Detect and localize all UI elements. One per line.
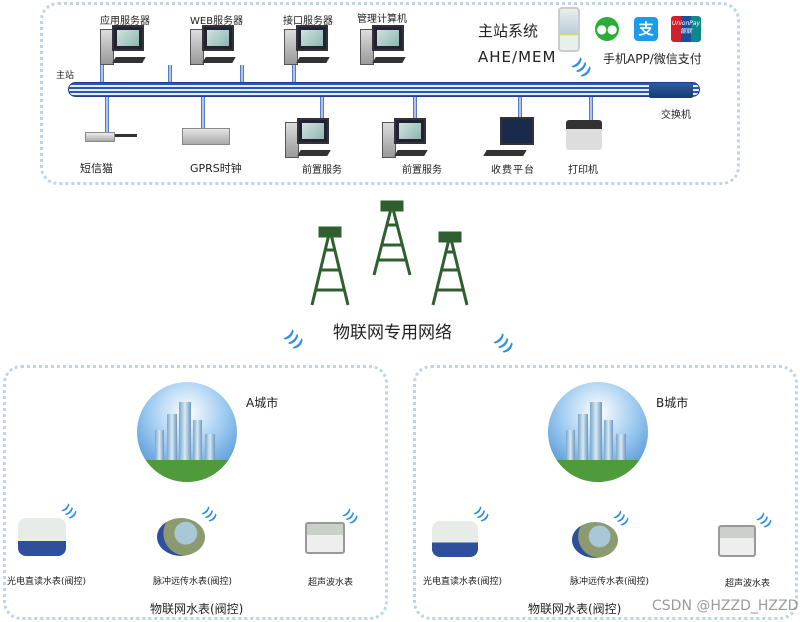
bus-connector (518, 97, 522, 117)
bus-connector (168, 65, 172, 83)
system-title: 主站系统 (478, 22, 539, 40)
node-label-web-server: WEB服务器 (190, 16, 244, 27)
ultrasonic-meter-icon (718, 525, 756, 557)
node-label-management-pc: 管理计算机 (357, 14, 407, 25)
bus-connector (413, 97, 417, 119)
city-a-box (3, 365, 388, 620)
node-label-app-server: 应用服务器 (100, 16, 150, 27)
wifi-icon: ))) (491, 331, 517, 357)
pulse-meter-icon (157, 518, 205, 556)
keyboard-icon (483, 150, 527, 156)
computer-icon (284, 25, 332, 69)
city-b-box (413, 365, 798, 620)
group-label: 物联网水表(阀控) (528, 602, 622, 616)
pulse-meter-icon (572, 522, 618, 558)
switch-label: 交换机 (661, 110, 691, 121)
network-label: 物联网专用网络 (333, 323, 452, 343)
photoelectric-meter-icon (432, 521, 478, 557)
monitor-icon (500, 117, 534, 145)
photoelectric-meter-icon (18, 518, 66, 556)
city-a-name: A城市 (246, 396, 279, 410)
switch-icon (649, 84, 693, 98)
bus-label: 主站 (56, 71, 75, 81)
tower-icon (431, 231, 469, 306)
computer-icon (190, 25, 238, 69)
city-b-name: B城市 (656, 396, 689, 410)
node-label-billing-platform: 收费平台 (491, 165, 535, 176)
system-subtitle: AHE/MEM (478, 48, 557, 66)
node-label-gprs-clock: GPRS时钟 (190, 162, 242, 175)
node-label-front-server: 前置服务 (402, 165, 442, 176)
meter-label: 光电直读水表(阀控) (7, 577, 87, 587)
alipay-icon: 支 (634, 17, 658, 41)
printer-icon (566, 120, 602, 150)
network-bus (68, 82, 700, 97)
bus-connector (292, 65, 296, 83)
payment-label: 手机APP/微信支付 (603, 52, 702, 66)
meter-label: 光电直读水表(阀控) (423, 577, 503, 587)
meter-label: 超声波水表 (308, 578, 354, 588)
node-label-front-server: 前置服务 (302, 165, 342, 176)
node-label-sms-modem: 短信猫 (80, 162, 113, 175)
unionpay-icon: UnionPay 银联 (671, 16, 701, 42)
city-b-image (548, 382, 648, 482)
meter-label: 超声波水表 (725, 579, 771, 589)
group-label: 物联网水表(阀控) (150, 602, 244, 616)
node-label-interface-server: 接口服务器 (283, 16, 333, 27)
computer-icon (100, 25, 148, 69)
gprs-clock-icon (182, 128, 230, 145)
wifi-icon: ))) (281, 327, 307, 353)
watermark: CSDN @HZZD_HZZD (652, 598, 799, 614)
computer-icon (360, 25, 408, 69)
bus-connector (320, 97, 324, 119)
meter-label: 脉冲远传水表(阀控) (153, 577, 233, 587)
bus-connector (105, 97, 109, 135)
bus-connector (589, 97, 593, 121)
bus-connector (240, 65, 244, 83)
tower-icon (372, 200, 412, 276)
antenna-icon (115, 134, 137, 137)
tower-icon (310, 226, 350, 306)
phone-icon (558, 7, 580, 52)
computer-icon (382, 118, 430, 162)
sms-modem-icon (85, 132, 115, 142)
wechat-icon: ●● (595, 17, 619, 41)
bus-connector (201, 97, 205, 129)
computer-icon (285, 118, 333, 162)
master-station-box (40, 2, 740, 185)
meter-label: 脉冲远传水表(阀控) (570, 577, 650, 587)
bus-connector (100, 65, 104, 83)
cell-towers (310, 200, 469, 306)
ultrasonic-meter-icon (305, 522, 345, 554)
node-label-printer: 打印机 (568, 165, 598, 176)
city-a-image (137, 382, 237, 482)
